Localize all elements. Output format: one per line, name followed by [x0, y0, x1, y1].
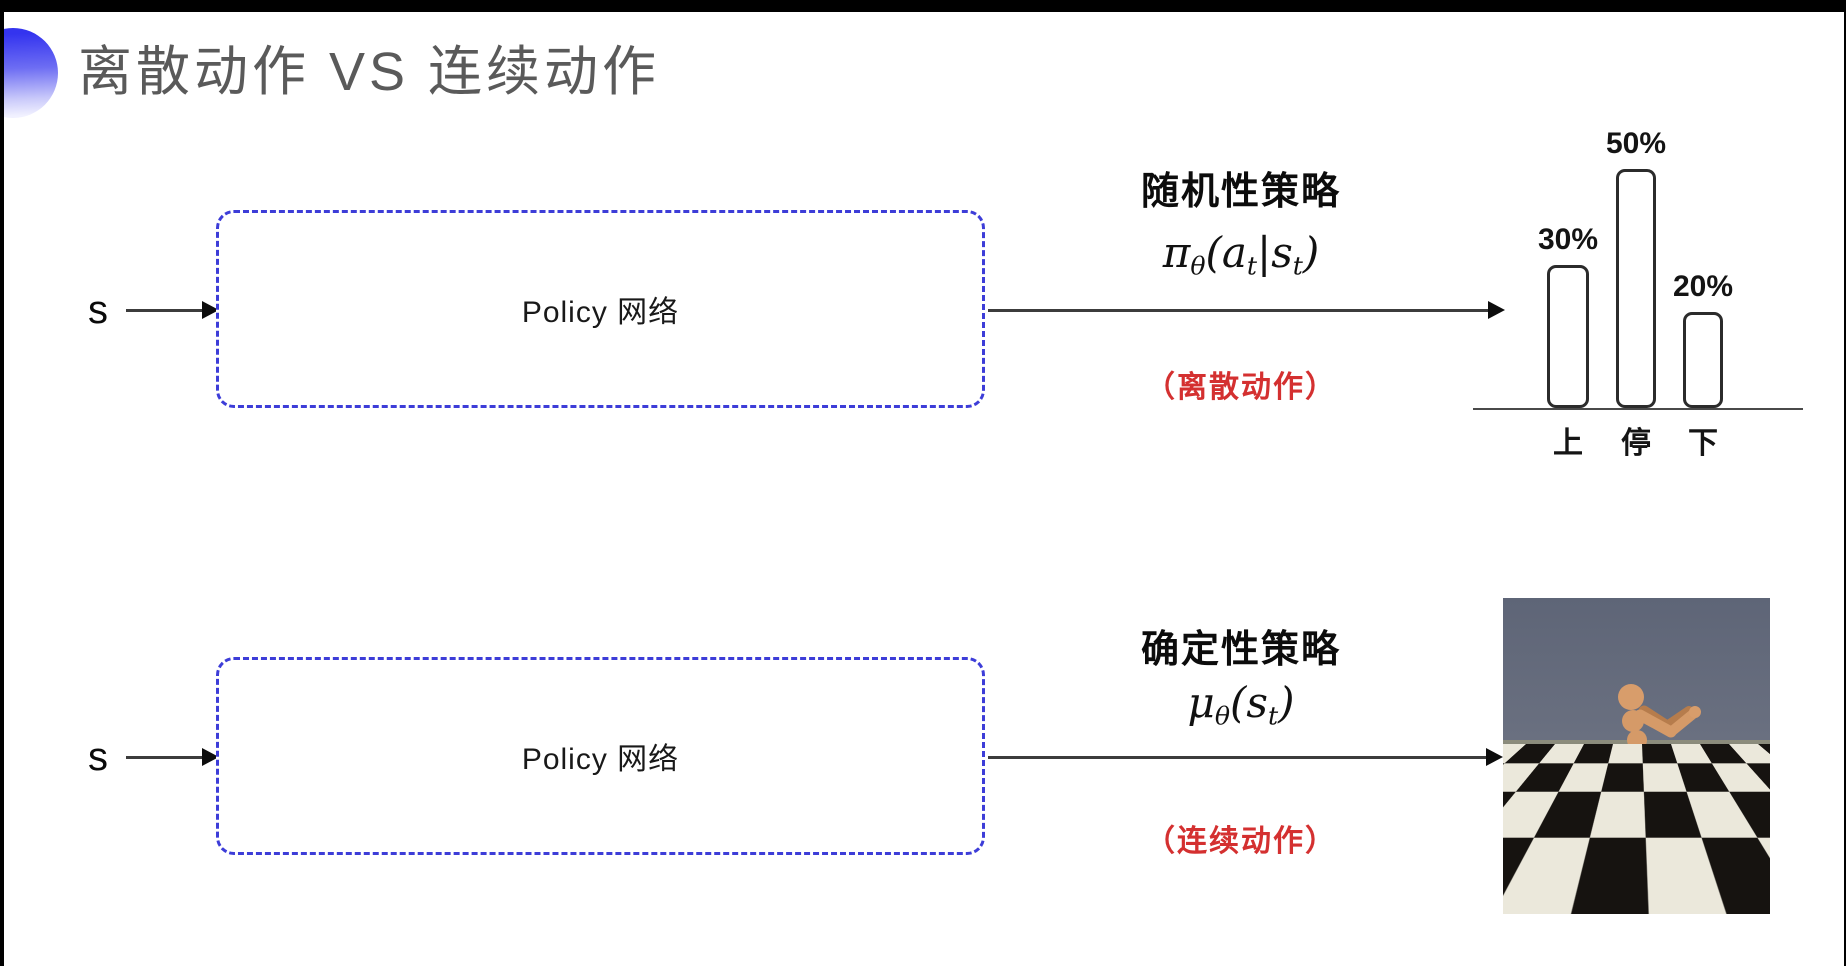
policy-network-label-row1: Policy 网络 [522, 287, 679, 331]
bar-value-down: 20% [1658, 270, 1748, 304]
bar-category-down: 下 [1663, 418, 1743, 462]
bar-value-up: 30% [1523, 223, 1613, 257]
policy-network-box-row2: Policy 网络 [216, 657, 985, 855]
input-arrow-line-row1 [126, 309, 204, 312]
bar-down [1683, 312, 1723, 408]
policy-network-box-row1: Policy 网络 [216, 210, 985, 408]
page-title: 离散动作 VS 连续动作 [78, 42, 660, 102]
policy-network-label-row2: Policy 网络 [522, 734, 679, 778]
bar-value-stop: 50% [1591, 127, 1681, 161]
humanoid-figure [1503, 598, 1770, 914]
screen-frame-top [0, 0, 1846, 12]
output-arrow-head-row2 [1486, 748, 1503, 766]
humanoid-simulation-image [1503, 598, 1770, 914]
action-note-discrete: （离散动作） [1081, 362, 1401, 406]
discrete-action-bar-chart: 30% 50% 20% 上 停 下 [1473, 98, 1803, 470]
state-input-label-row2: s [88, 735, 108, 780]
bar-stop [1616, 169, 1656, 408]
input-arrow-line-row2 [126, 756, 204, 759]
chart-baseline-axis [1473, 408, 1803, 410]
state-input-label-row1: s [88, 288, 108, 333]
mu-symbol: μ [1188, 678, 1215, 727]
pi-symbol: π [1163, 228, 1191, 277]
accent-circle-decoration [0, 28, 58, 118]
formula-stochastic-policy: πθ(at|st) [1081, 228, 1401, 281]
policy-type-stochastic: 随机性策略 [1081, 160, 1401, 215]
output-arrow-line-row2 [988, 756, 1487, 759]
formula-deterministic-policy: μθ(st) [1081, 678, 1401, 731]
action-note-continuous: （连续动作） [1081, 816, 1401, 860]
screen-frame-left [0, 0, 4, 966]
bar-up [1547, 265, 1589, 408]
output-arrow-line-row1 [988, 309, 1489, 312]
policy-type-deterministic: 确定性策略 [1081, 618, 1401, 673]
